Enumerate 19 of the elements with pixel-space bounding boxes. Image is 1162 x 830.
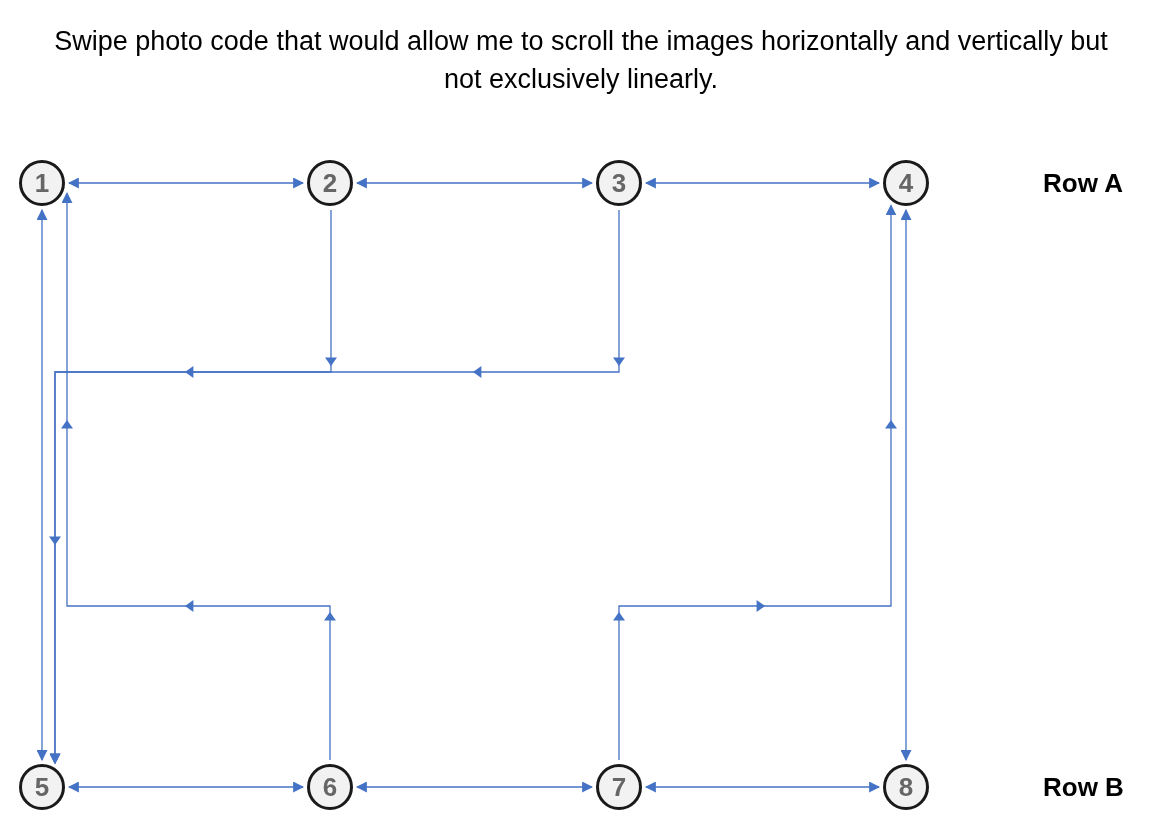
number-circle (883, 160, 929, 206)
node-number: 2 (322, 167, 338, 199)
node-number: 1 (34, 167, 50, 199)
number-circle (307, 160, 353, 206)
node-number: 5 (34, 771, 50, 803)
number-circle (596, 160, 642, 206)
row-label: Row A (1043, 168, 1123, 199)
row-label: Row B (1043, 772, 1124, 803)
title: Swipe photo code that would allow me to scroll the images horizontally and vertically but not exclusively linearly. (53, 25, 1109, 96)
number-circle (883, 764, 929, 810)
node-number: 6 (322, 771, 338, 803)
number-circle (596, 764, 642, 810)
node-number: 3 (611, 167, 627, 199)
number-circle (19, 160, 65, 206)
number-circle (19, 764, 65, 810)
node-number: 4 (898, 167, 914, 199)
node-number: 8 (898, 771, 914, 803)
number-circle (307, 764, 353, 810)
node-number: 7 (611, 771, 627, 803)
